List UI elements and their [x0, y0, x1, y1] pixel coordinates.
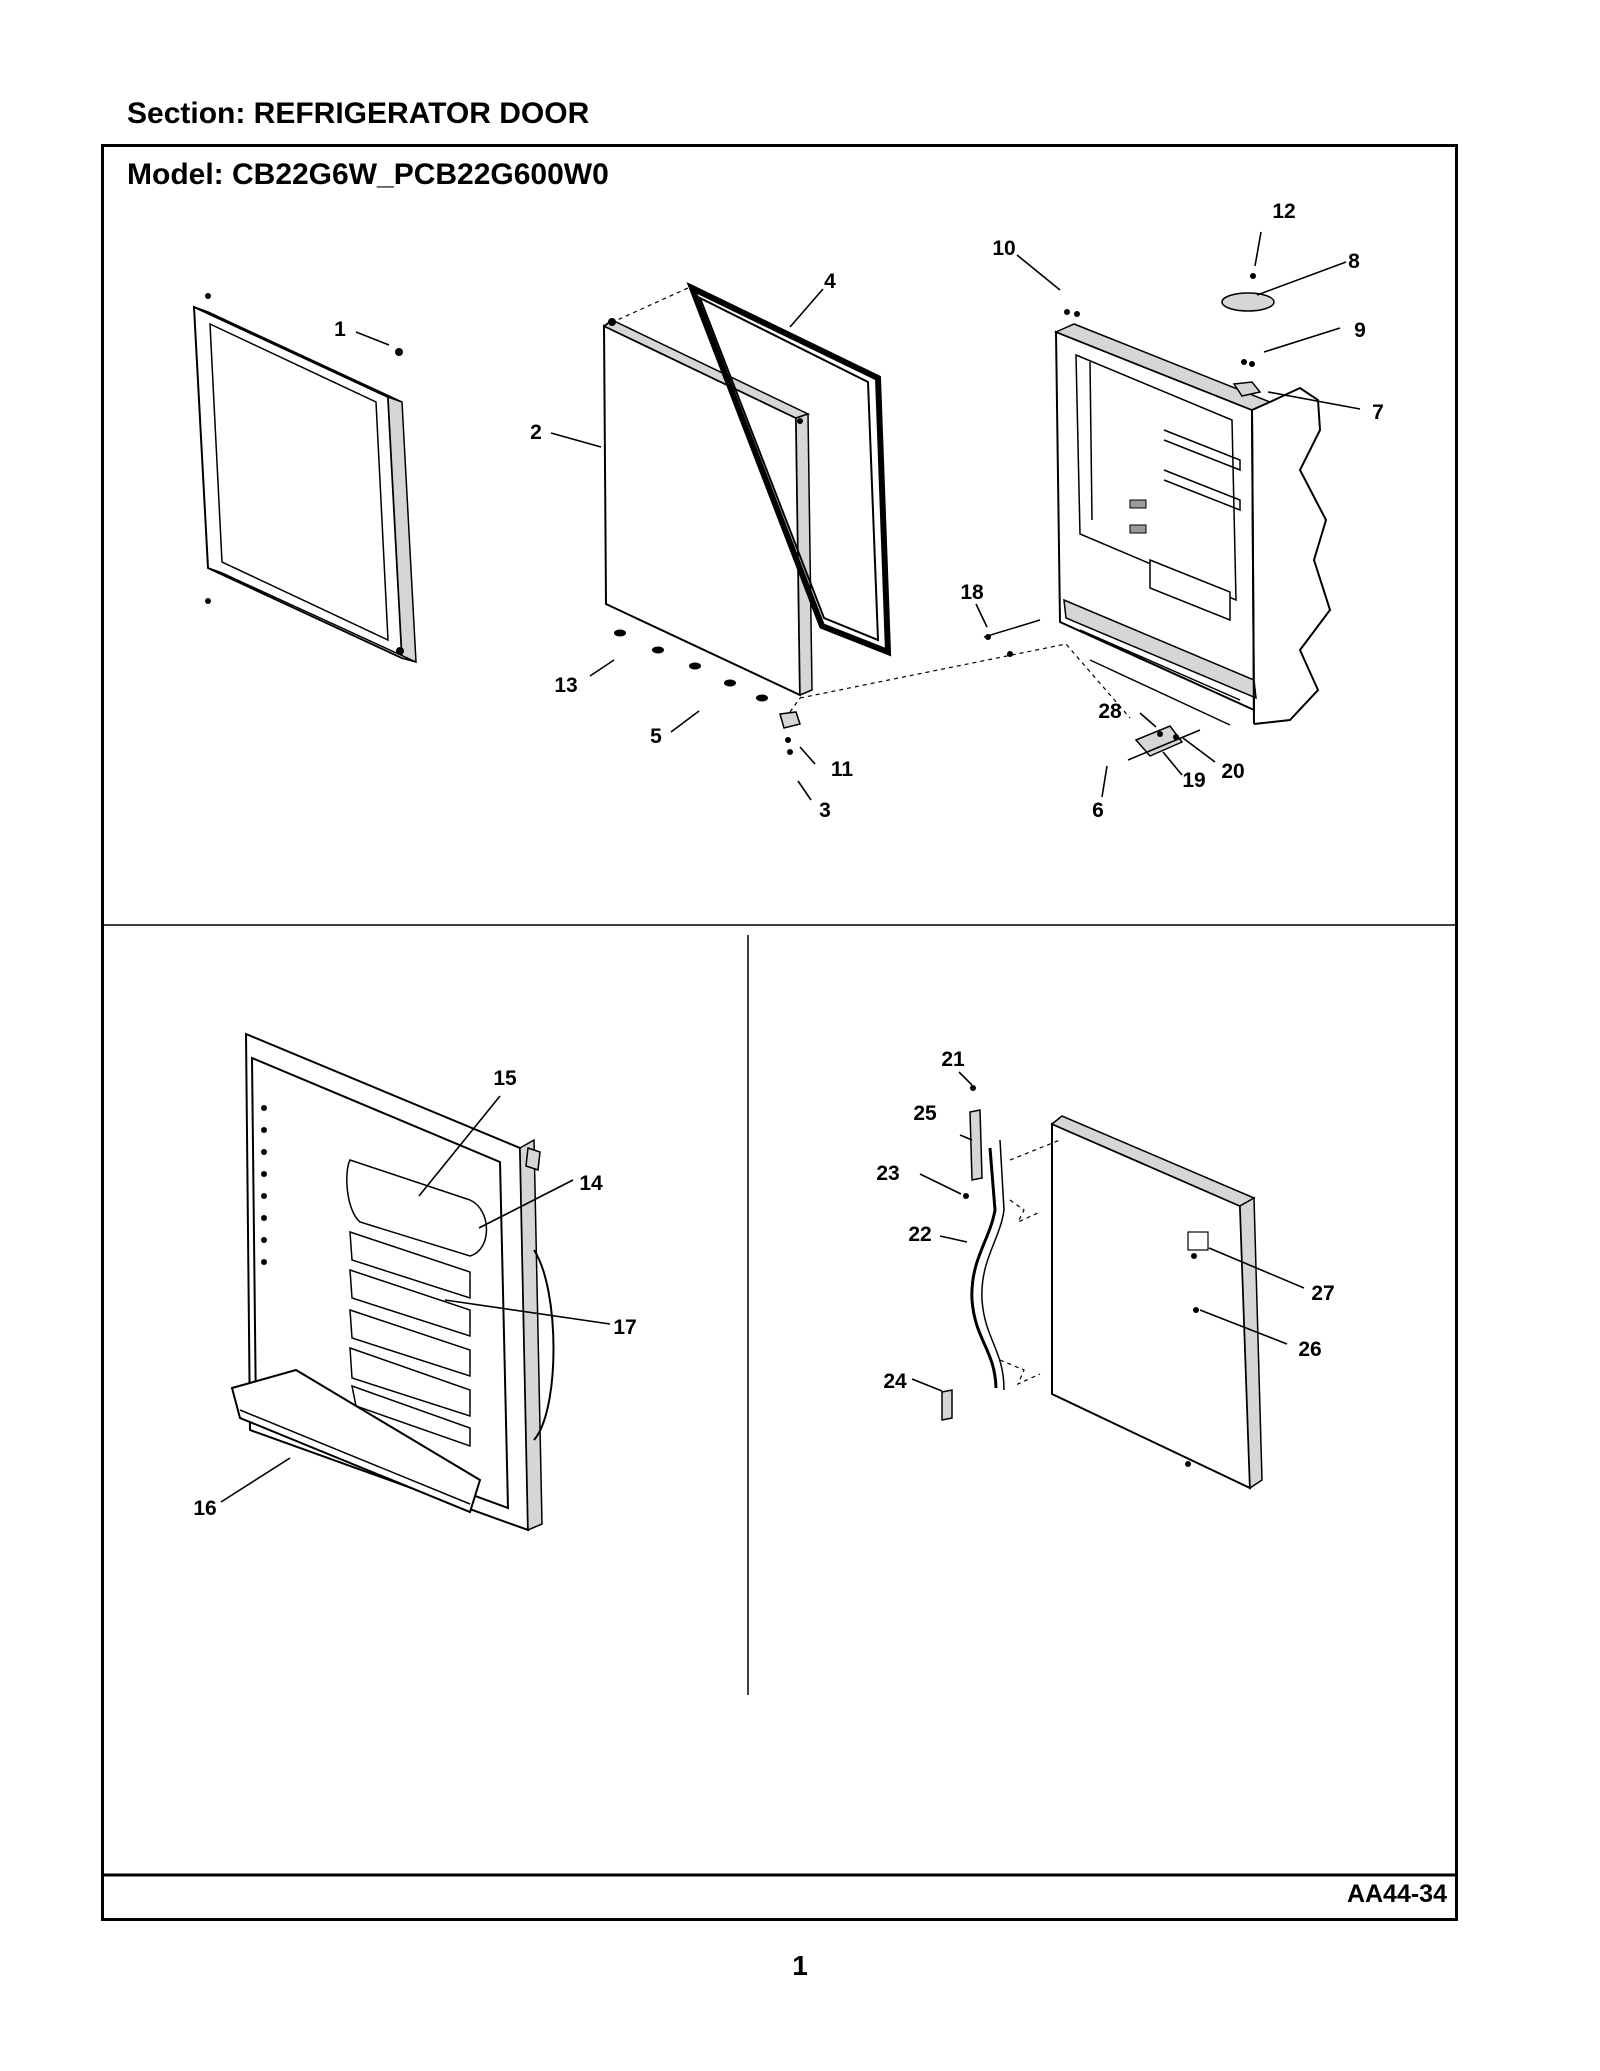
callout-5: 5 — [650, 725, 662, 748]
callout-7: 7 — [1372, 401, 1384, 424]
page-number: 1 — [792, 1950, 808, 1981]
callout-22: 22 — [908, 1223, 931, 1246]
callout-28: 28 — [1098, 700, 1122, 723]
diagram-frame — [101, 144, 1458, 1921]
door-panel-icon — [602, 318, 813, 697]
callout-24: 24 — [883, 1370, 907, 1393]
callout-8: 8 — [1348, 250, 1360, 273]
callout-20: 20 — [1221, 760, 1244, 783]
door-liner-icon — [230, 1032, 555, 1532]
callout-3: 3 — [819, 799, 831, 822]
callout-19: 19 — [1182, 769, 1205, 792]
section-title: Section: REFRIGERATOR DOOR — [127, 97, 590, 130]
callout-1: 1 — [334, 318, 346, 341]
door-handle-icon — [941, 1085, 1263, 1490]
callout-14: 14 — [579, 1172, 603, 1195]
callout-12: 12 — [1272, 200, 1295, 223]
door-gasket-icon — [686, 281, 892, 657]
callout-26: 26 — [1298, 1338, 1321, 1361]
callout-11: 11 — [831, 758, 854, 781]
cabinet-icon — [983, 273, 1332, 761]
door-hardware-icon — [614, 629, 801, 755]
diagram-code: AA44-34 — [1346, 1880, 1447, 1908]
callout-18: 18 — [960, 581, 984, 604]
callout-10: 10 — [992, 237, 1015, 260]
callout-27: 27 — [1311, 1282, 1334, 1305]
callout-labels: 1 2 3 4 5 6 7 8 9 10 11 12 13 14 15 16 1… — [193, 200, 1384, 1520]
callout-15: 15 — [493, 1067, 517, 1090]
door-frame-icon — [192, 293, 417, 664]
callout-6: 6 — [1092, 799, 1104, 822]
callout-25: 25 — [913, 1102, 937, 1125]
callout-17: 17 — [613, 1316, 636, 1339]
callout-9: 9 — [1354, 319, 1366, 342]
callout-13: 13 — [554, 674, 577, 697]
callout-23: 23 — [876, 1162, 899, 1185]
callout-16: 16 — [193, 1497, 216, 1520]
model-title: Model: CB22G6W_PCB22G600W0 — [127, 158, 609, 191]
callout-4: 4 — [824, 270, 836, 293]
callout-21: 21 — [941, 1048, 965, 1071]
callout-2: 2 — [530, 421, 542, 444]
leader-lines — [220, 231, 1361, 1503]
